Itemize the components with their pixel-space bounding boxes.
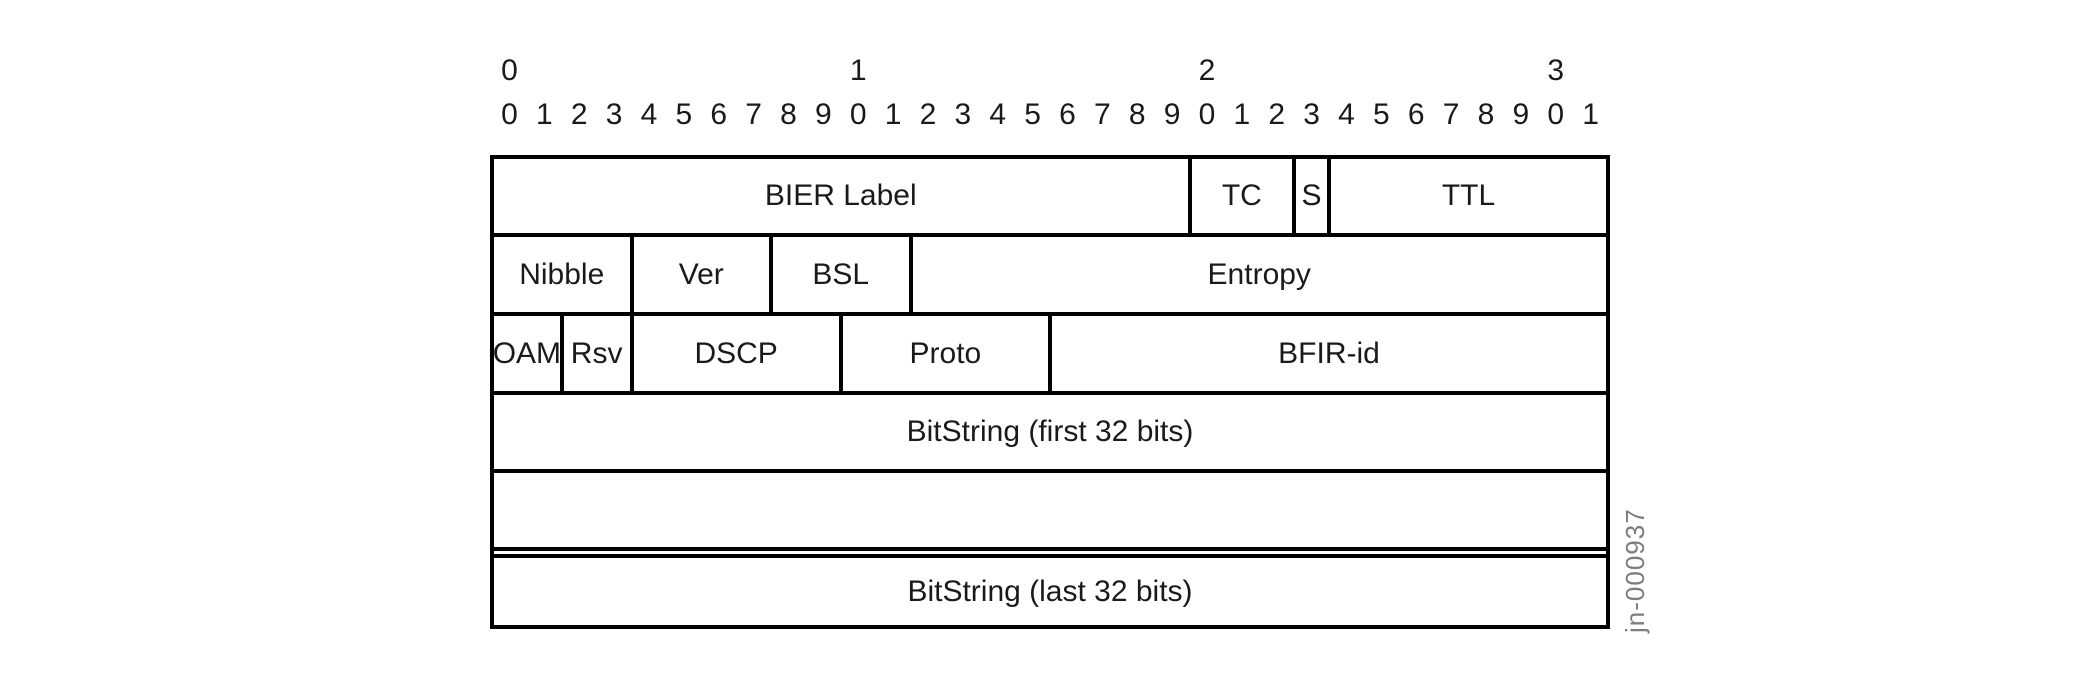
bit-ruler-digit: 3 <box>605 98 623 131</box>
bit-ruler-digit: 4 <box>989 98 1007 131</box>
field-tc: TC <box>1191 159 1293 233</box>
field-bfir-id: BFIR-id <box>1052 316 1606 391</box>
field-bier-label: BIER Label <box>494 159 1188 233</box>
bit-ruler-decade-label: 0 <box>501 54 518 87</box>
bit-ruler-decade-label: 2 <box>1198 54 1216 87</box>
bit-ruler-digit: 4 <box>640 98 658 131</box>
bit-ruler-digit: 6 <box>1407 98 1425 131</box>
bit-ruler-digit: 5 <box>1372 98 1390 131</box>
bit-ruler-digit: 8 <box>1128 98 1146 131</box>
field-bitstring-last-32-bits: BitString (last 32 bits) <box>494 558 1606 625</box>
bit-ruler-digit: 6 <box>1059 98 1076 131</box>
bit-ruler-digit: 1 <box>535 98 553 131</box>
bit-ruler-digit: 8 <box>780 98 797 131</box>
bit-ruler-digit: 1 <box>884 98 902 131</box>
field-proto: Proto <box>842 316 1048 391</box>
bit-ruler-digit: 9 <box>814 98 832 131</box>
field-rsv: Rsv <box>563 316 630 391</box>
bit-ruler-digit: 2 <box>1268 98 1286 131</box>
bit-ruler-digit: 1 <box>1233 98 1251 131</box>
bit-ruler-decades: 0 1 2 3 <box>490 52 1610 89</box>
bit-ruler-digit: 7 <box>745 98 762 131</box>
bit-ruler-digit: 6 <box>710 98 728 131</box>
figure-id-label: jn-000937 <box>1620 508 1650 633</box>
field-nibble: Nibble <box>494 237 630 312</box>
field-oam: OAM <box>494 316 560 391</box>
double-line-spacer <box>494 551 1606 554</box>
field-bitstring-continuation <box>494 473 1606 547</box>
bit-ruler-digit: 7 <box>1093 98 1111 131</box>
bit-ruler-decade-label: 1 <box>849 54 867 87</box>
field-dscp: DSCP <box>633 316 839 391</box>
bit-ruler-digit: 2 <box>570 98 588 131</box>
bit-ruler-digit: 3 <box>1303 98 1320 131</box>
bit-ruler-digit: 0 <box>1198 98 1216 131</box>
bit-ruler-digit: 9 <box>1163 98 1181 131</box>
field-ttl: TTL <box>1331 159 1606 233</box>
bit-ruler-digit: 2 <box>919 98 937 131</box>
bit-ruler-digit: 8 <box>1477 98 1495 131</box>
field-entropy: Entropy <box>912 237 1606 312</box>
field-s: S <box>1296 159 1327 233</box>
bit-ruler-digit: 5 <box>1024 98 1041 131</box>
bit-ruler-digit: 0 <box>849 98 867 131</box>
field-bsl: BSL <box>773 237 909 312</box>
bit-ruler-digit: 5 <box>675 98 693 131</box>
field-bitstring-first-32-bits: BitString (first 32 bits) <box>494 395 1606 469</box>
field-ver: Ver <box>633 237 769 312</box>
bit-ruler-digit: 3 <box>954 98 972 131</box>
bit-ruler-decade-label: 3 <box>1547 54 1565 87</box>
bit-ruler-digit: 0 <box>1547 98 1565 131</box>
bit-ruler-digit: 7 <box>1442 98 1460 131</box>
bit-ruler-digit: 4 <box>1338 98 1355 131</box>
bit-ruler-digit: 0 <box>501 98 518 131</box>
bit-ruler-digit: 1 <box>1582 98 1599 131</box>
bit-ruler-digit: 9 <box>1512 98 1530 131</box>
